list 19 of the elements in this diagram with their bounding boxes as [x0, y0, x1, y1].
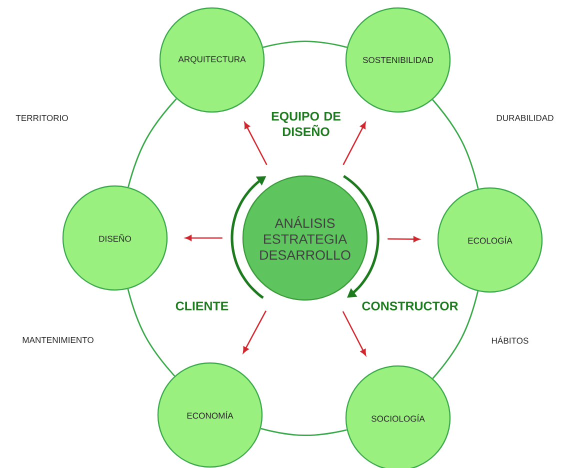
ring-arc — [260, 428, 347, 436]
arrow — [342, 311, 366, 356]
arrow — [244, 122, 268, 166]
arrow — [242, 310, 267, 354]
theme-label: HÁBITOS — [492, 336, 528, 344]
theme-label: MANTENIMIENTO — [22, 336, 94, 344]
arrow — [185, 235, 222, 241]
group-label: EQUIPO DE DISEÑO — [272, 112, 340, 136]
arrow — [388, 236, 420, 242]
group-label: CONSTRUCTOR — [362, 302, 458, 310]
ring-arc — [127, 288, 176, 376]
ring-arc — [432, 99, 479, 189]
ring-arc — [262, 40, 348, 48]
theme-label: DURABILIDAD — [496, 115, 554, 121]
arrow — [342, 122, 366, 166]
ring-arc — [128, 98, 177, 188]
theme-label: TERRITORIO — [16, 114, 68, 122]
ring-arc — [432, 291, 479, 379]
group-label: CLIENTE — [176, 302, 228, 310]
